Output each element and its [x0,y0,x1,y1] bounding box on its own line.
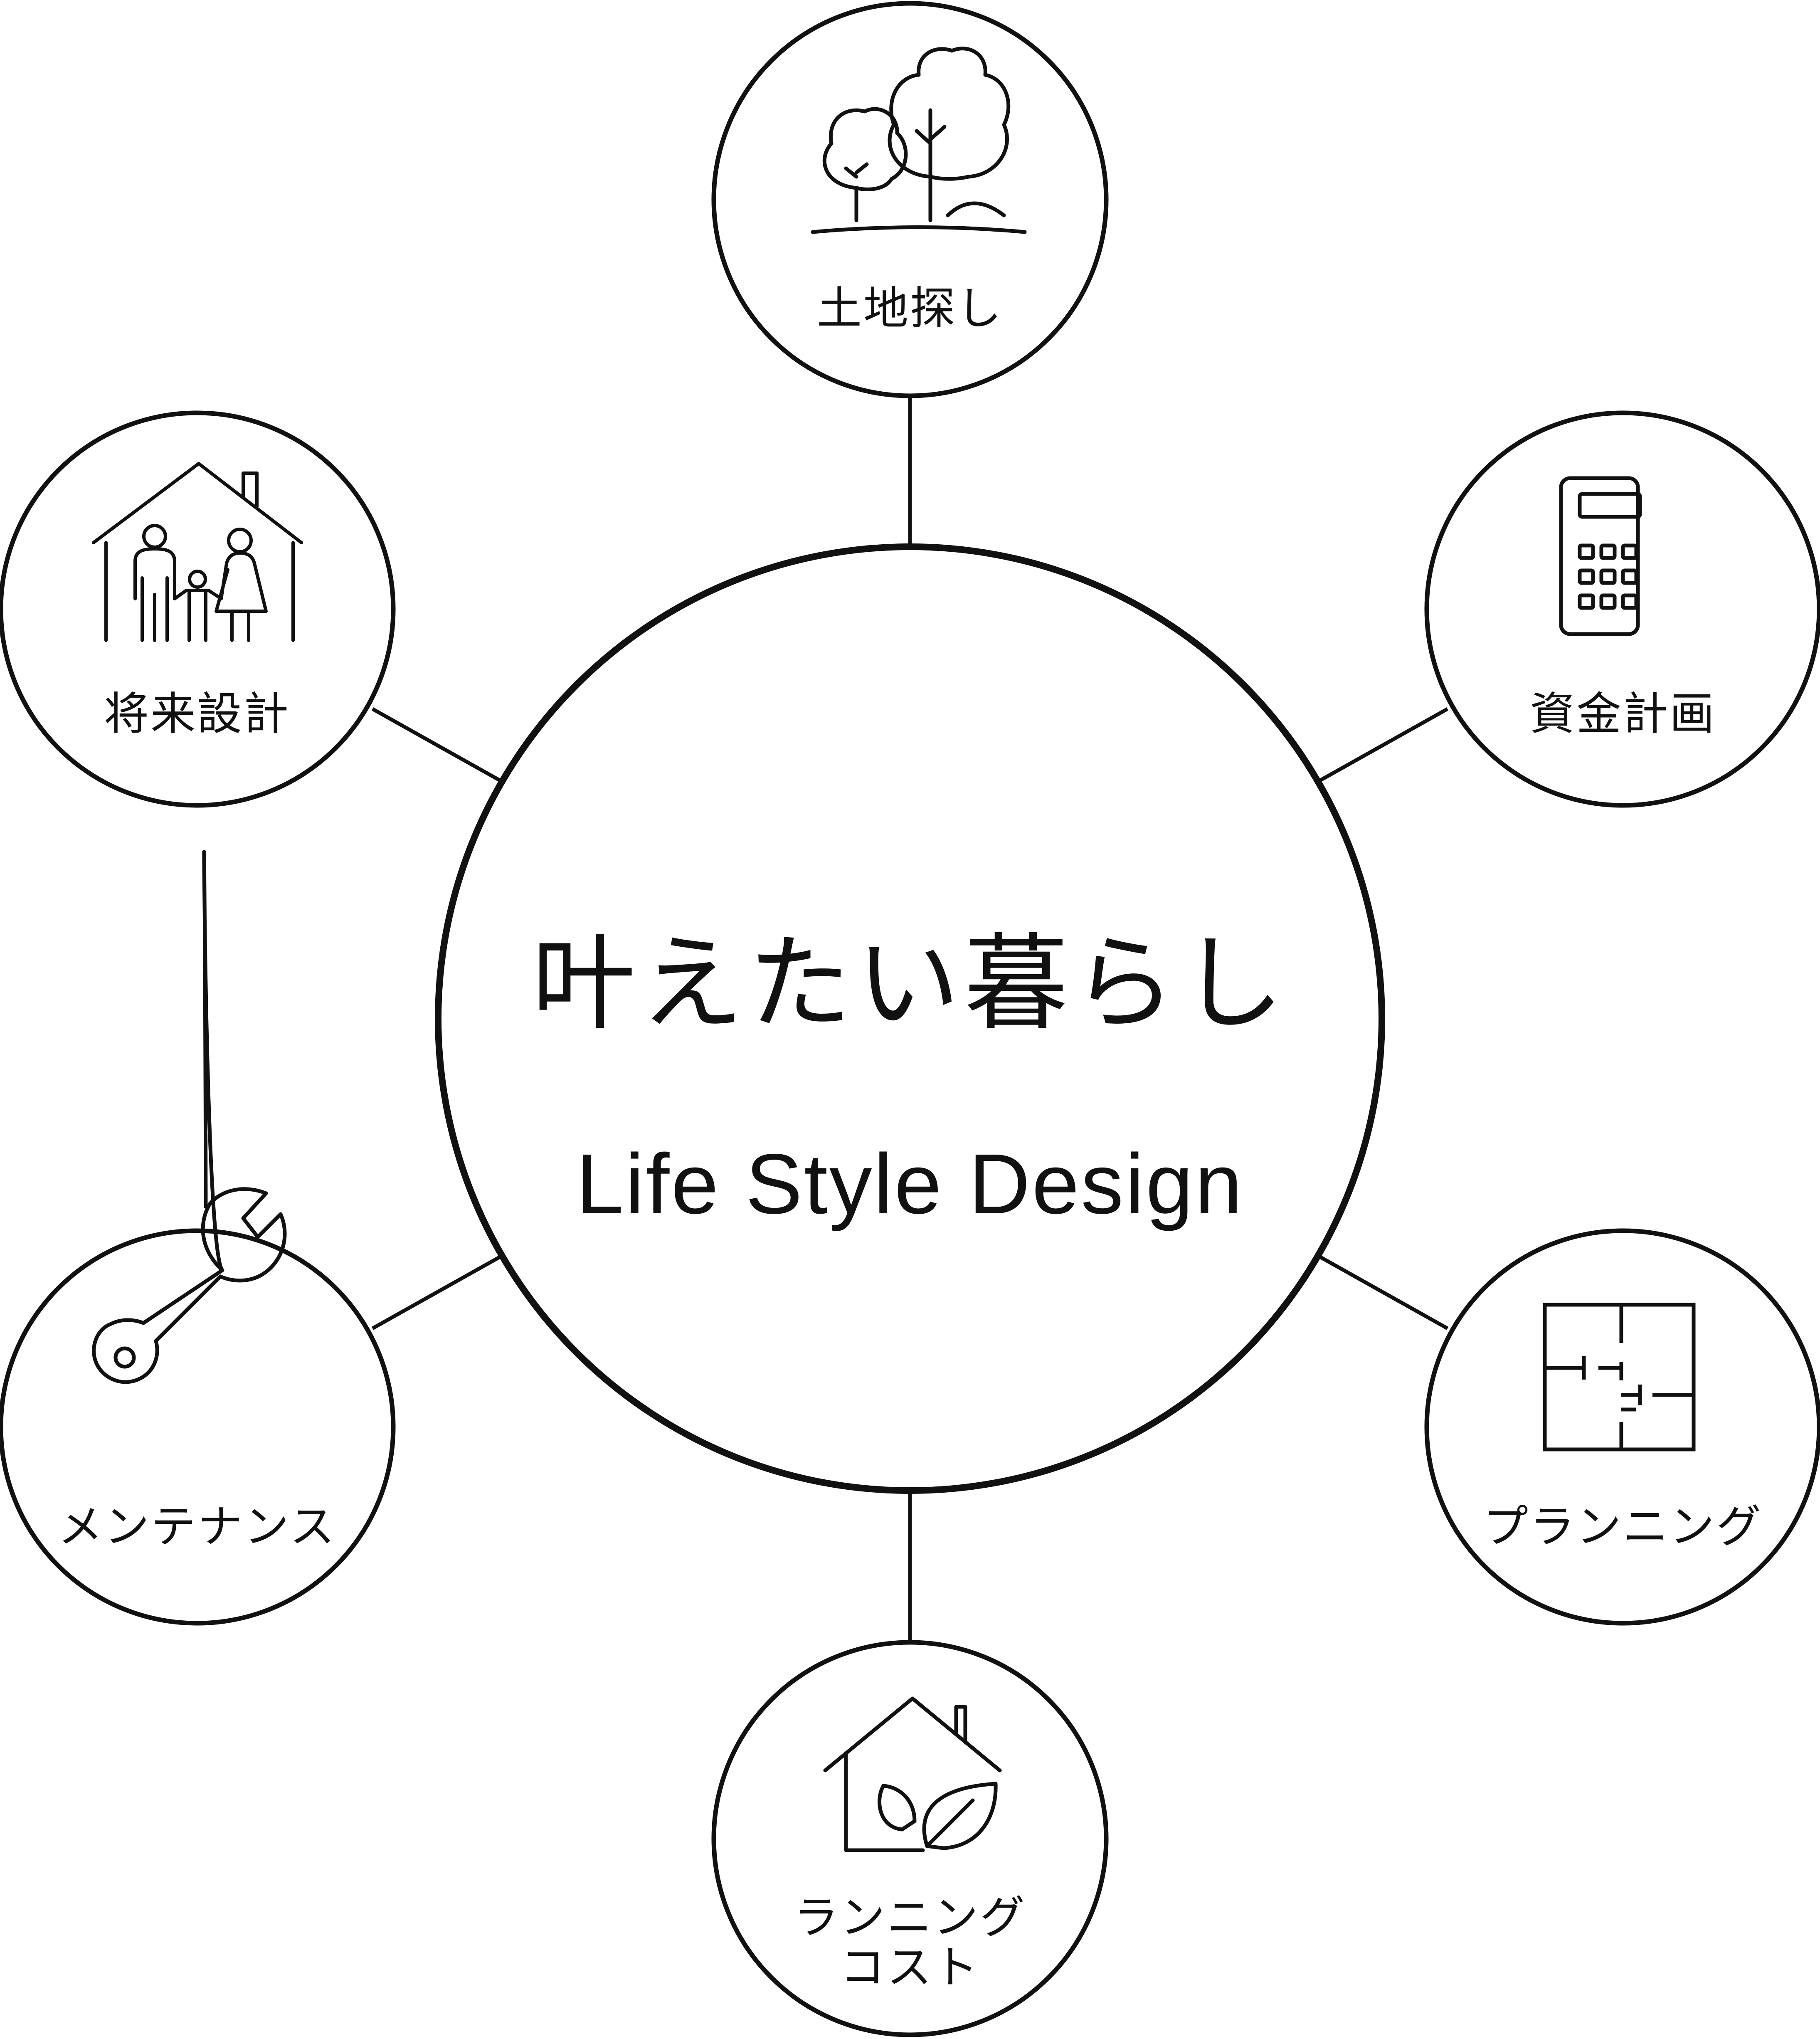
trees-icon [811,47,1027,234]
connector-maintenance [371,1254,503,1330]
family-house-icon [92,462,303,642]
node-label-running-cost-line2: コスト [840,1942,980,1994]
eco-house-icon [823,1696,1002,1852]
node-label-running-cost-line1: ランニング [793,1892,1027,1944]
node-label-maintenance: メンテナンス [58,1501,336,1553]
node-label-planning: プランニング [1483,1501,1763,1553]
floor-plan-icon [1543,1303,1696,1451]
connector-planning [1317,1254,1449,1330]
node-label-land: 土地探し [816,283,1004,335]
calculator-icon [1559,476,1642,636]
center-title-en: Life Style Design [576,1136,1244,1232]
center-title-jp: 叶えたい暮らし [532,923,1288,1044]
node-label-future: 将来設計 [104,688,291,740]
node-circle-land [711,1,1109,398]
wrench-icon [92,850,287,1384]
node-circle-maintenance [0,1228,396,1626]
connector-future [371,707,503,783]
center-circle [435,543,1385,1494]
node-circle-running-cost [711,1640,1109,2037]
node-circle-future [0,410,396,808]
connector-funding [1317,707,1449,783]
node-label-funding: 資金計画 [1529,688,1716,740]
